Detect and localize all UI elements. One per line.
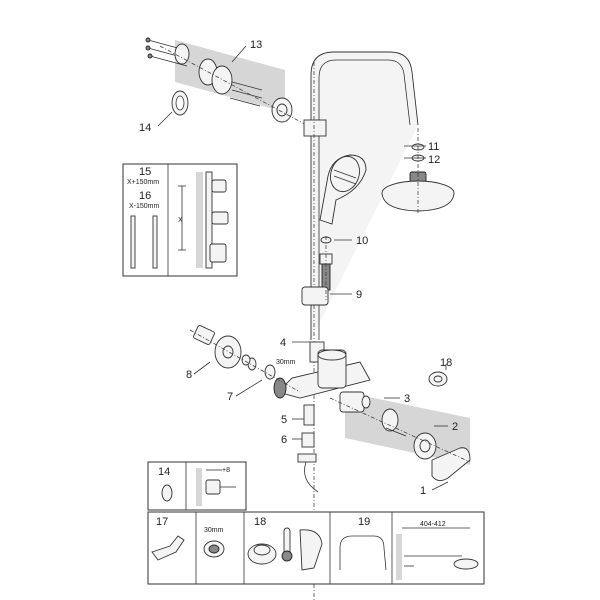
shower-riser [303,51,419,600]
cap-18 [428,371,448,387]
panel-label-14: 14 [158,466,170,478]
callout-13: 13 [250,39,262,51]
callout-1: 1 [420,485,426,497]
panel-dim-30mm: 30mm [204,527,224,534]
panel-dim-14: +8 [222,467,230,474]
panel-label-17: 17 [156,516,168,528]
callout-3: 3 [404,393,410,405]
shower-arm-icon [339,535,387,571]
filter-6 [301,432,315,448]
callout-11: 11 [428,141,439,153]
panel-label-19: 19 [358,516,370,528]
callout-5: 5 [281,414,287,426]
hose-end [304,461,319,493]
panel-label-18: 18 [254,516,266,528]
inset-label-15: 15 [139,166,151,178]
wrench-icon [151,535,185,561]
temperature-knob [273,377,287,399]
wall-plug [174,43,190,65]
callout-2: 2 [452,421,458,433]
inset-label-16: 16 [139,190,151,202]
callout-14: 14 [139,122,151,134]
callout-6: 6 [281,434,287,446]
extension-rod-15 [130,215,136,269]
callout-8: 8 [186,369,192,381]
inset-dim-x: X [178,217,183,224]
lever-handle-1 [431,447,471,481]
extension-inset-box: 15 X+150mm 16 X-150mm X [122,163,238,277]
panel-dim-404-412: 404-412 [420,521,446,528]
shower-head-icon [453,558,479,570]
dimension-30mm: 30mm [276,359,296,366]
overhead-shower-head [381,128,455,215]
riser-bracket [303,119,327,137]
inlet-connector-8 [189,325,301,393]
callout-7: 7 [227,391,233,403]
callout-labels: 13 14 11 12 10 9 4 8 7 30mm 5 6 3 2 1 18 [139,39,458,497]
bottom-panels: 14 +8 17 30mm 18 19 404-412 [147,461,485,585]
wall-screws [145,37,188,67]
inset-label-16-sub: X-150mm [129,203,160,210]
callout-12: 12 [428,154,440,166]
sealing-ring-14 [171,90,189,116]
thermostat-body [247,341,371,463]
callout-4: 4 [280,337,286,349]
check-valve-5 [303,404,315,426]
extension-rod-16 [152,215,158,269]
right-side-handle [329,391,471,481]
leader-lines [157,45,449,491]
slider-9 [301,286,329,306]
callout-10: 10 [356,235,368,247]
handle-icon [299,529,323,571]
inset-label-15-sub: X+150mm [127,179,159,186]
nut-7 [264,364,276,380]
callout-9: 9 [356,289,362,301]
bracket-body [211,65,233,95]
thermometer-icon [283,527,291,555]
wall-bracket-assembly [145,37,313,129]
hand-shower [319,154,367,225]
callout-18: 18 [440,357,452,369]
hose-and-slider [301,236,333,306]
